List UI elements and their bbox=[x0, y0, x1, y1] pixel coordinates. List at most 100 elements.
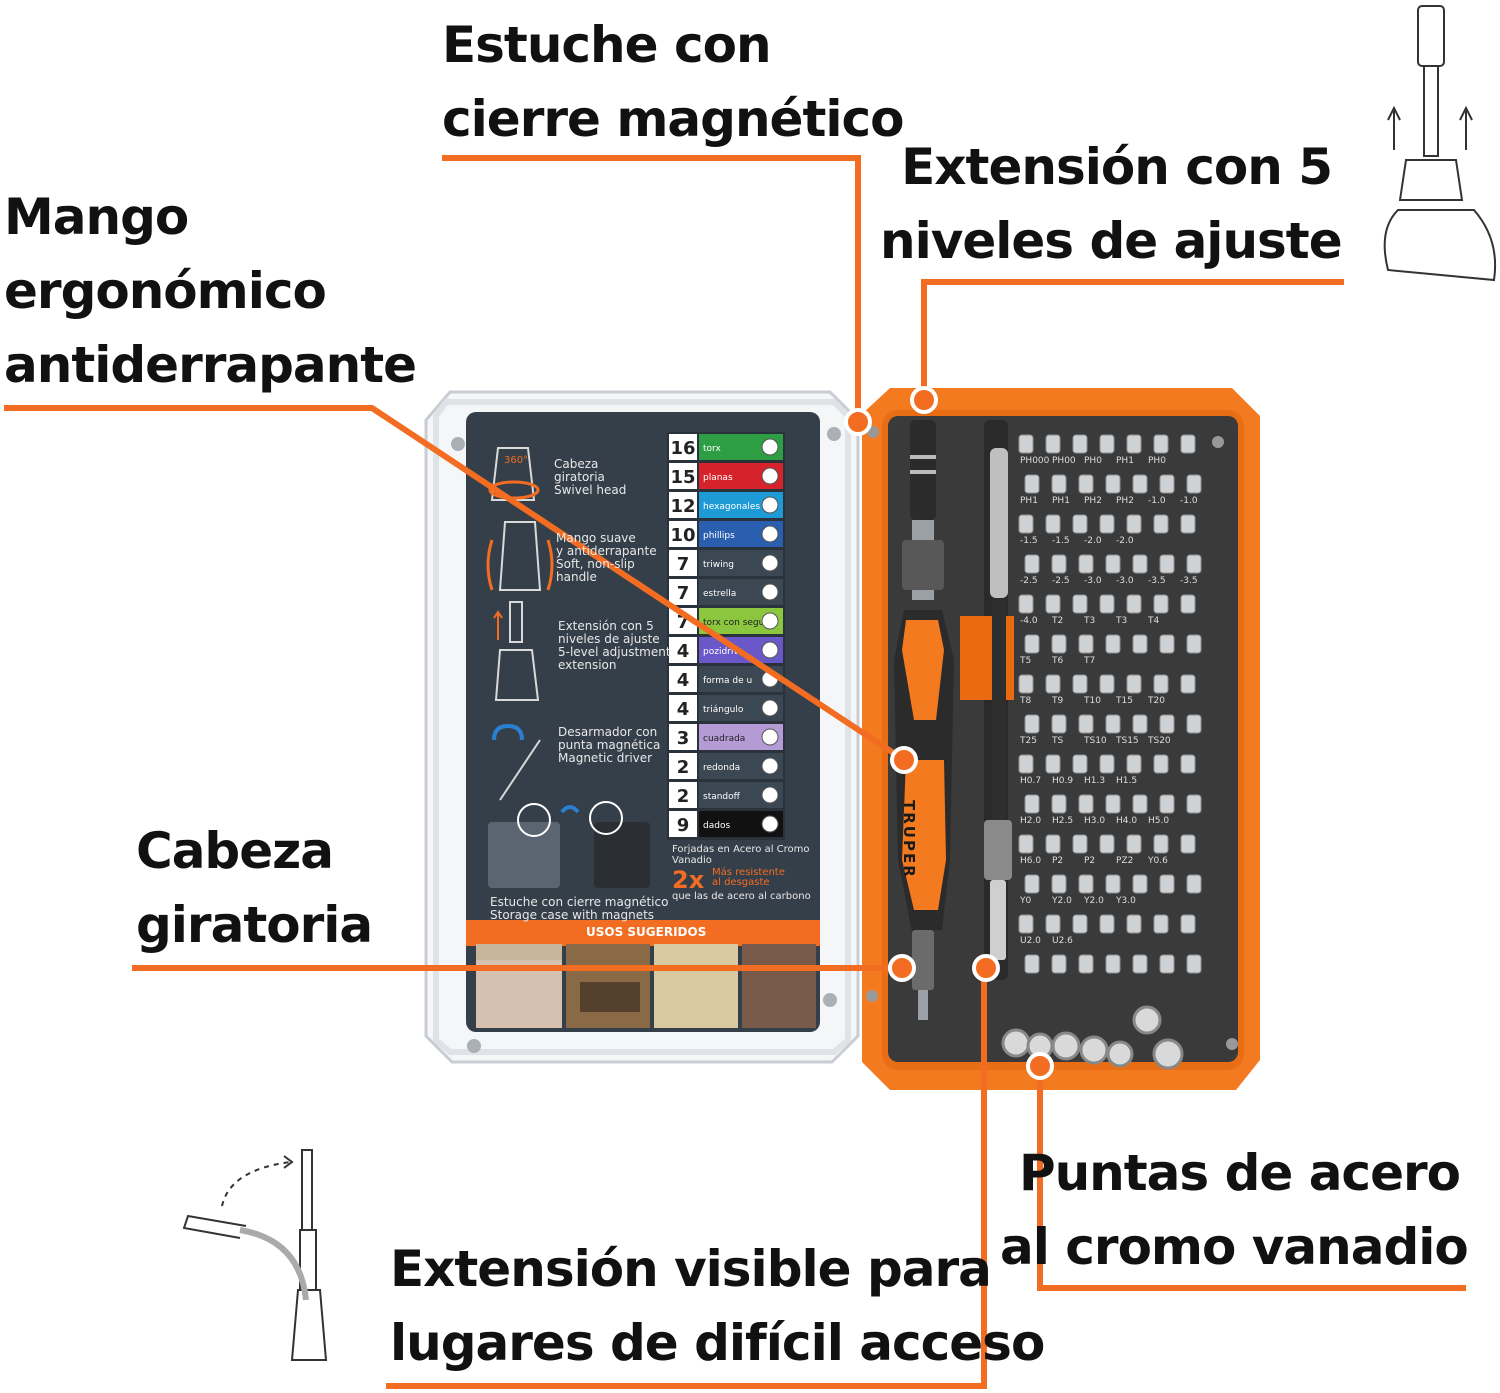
tray-bit bbox=[1159, 634, 1175, 654]
tray-bit bbox=[1180, 834, 1196, 854]
tray-bit bbox=[1153, 434, 1169, 454]
bit-count-cell bbox=[669, 811, 697, 837]
tray-bit bbox=[1099, 434, 1115, 454]
tray-bit bbox=[1051, 954, 1067, 974]
tray-bit bbox=[1132, 954, 1148, 974]
tray-bit bbox=[1105, 954, 1121, 974]
tray-bit bbox=[1180, 674, 1196, 694]
bit-type-name: forma de u bbox=[703, 676, 752, 686]
bit-shape-icon bbox=[761, 757, 779, 775]
bit-count-cell bbox=[669, 666, 697, 692]
swivel-badge: 360° bbox=[504, 455, 529, 466]
tray-bit bbox=[1159, 954, 1175, 974]
lid-uses-title: USOS SUGERIDOS bbox=[586, 925, 707, 939]
tray-bit bbox=[1045, 434, 1061, 454]
bit-shape-icon bbox=[761, 612, 779, 630]
magnetic-driver-icon bbox=[492, 723, 541, 801]
bit-type-name: dados bbox=[703, 821, 730, 831]
tray-bit bbox=[1045, 674, 1061, 694]
tray-bit bbox=[1105, 794, 1121, 814]
bit-type-name: cuadrada bbox=[703, 734, 745, 744]
bit-count-number: 7 bbox=[677, 554, 690, 575]
tray-bit bbox=[1072, 914, 1088, 934]
tray-bit bbox=[1018, 834, 1034, 854]
tray-bit bbox=[1153, 674, 1169, 694]
tray-bit bbox=[1018, 514, 1034, 534]
tray-bit bbox=[1078, 474, 1094, 494]
bit-shape-icon bbox=[761, 815, 779, 833]
bit-count-cell bbox=[669, 695, 697, 721]
tray-bit bbox=[1072, 514, 1088, 534]
tray-bit bbox=[1024, 474, 1040, 494]
bit-count-number: 3 bbox=[677, 728, 690, 749]
tray-bit bbox=[1180, 434, 1196, 454]
bit-type-name: pozidriv bbox=[703, 647, 739, 657]
tray-bit bbox=[1186, 554, 1202, 574]
tray-bit bbox=[1186, 954, 1202, 974]
tray-bit bbox=[1186, 794, 1202, 814]
swivel-head-icon bbox=[488, 447, 540, 501]
tray-bit bbox=[1045, 834, 1061, 854]
tray-bit bbox=[1072, 754, 1088, 774]
tray-bit bbox=[1078, 554, 1094, 574]
tray-bit bbox=[1105, 634, 1121, 654]
tray-bit bbox=[1045, 754, 1061, 774]
tray-bit bbox=[1159, 714, 1175, 734]
lid-2x: 2x bbox=[672, 866, 705, 894]
tray-bit bbox=[1153, 834, 1169, 854]
tray-bit bbox=[1051, 634, 1067, 654]
tray-bit bbox=[1018, 594, 1034, 614]
tray-bit bbox=[1051, 474, 1067, 494]
bit-type-name: triángulo bbox=[703, 705, 744, 715]
bit-type-name: phillips bbox=[703, 531, 735, 541]
bit-count-number: 12 bbox=[670, 496, 695, 517]
tray-bit bbox=[1072, 594, 1088, 614]
bit-type-name: triwing bbox=[703, 560, 734, 570]
flex-diagram-icon bbox=[182, 1149, 328, 1361]
bit-count-cell bbox=[669, 550, 697, 576]
bit-shape-icon bbox=[761, 583, 779, 601]
magnetic-case-icon bbox=[488, 801, 650, 888]
tray-bit bbox=[1180, 914, 1196, 934]
bit-type-name: standoff bbox=[703, 792, 741, 802]
tray-bit bbox=[1159, 474, 1175, 494]
tray-bit bbox=[1024, 554, 1040, 574]
bit-shape-icon bbox=[761, 554, 779, 572]
tray-bit bbox=[1153, 594, 1169, 614]
tray-bit bbox=[1132, 874, 1148, 894]
bit-count-cell bbox=[669, 782, 697, 808]
tray-bit bbox=[1186, 714, 1202, 734]
bit-type-name: hexagonales bbox=[703, 502, 760, 512]
tray-bit bbox=[1126, 674, 1142, 694]
bit-count-number: 16 bbox=[670, 438, 695, 459]
bit-shape-icon bbox=[761, 728, 779, 746]
extension-icon bbox=[493, 601, 540, 701]
tray-bit bbox=[1045, 514, 1061, 534]
screwdriver bbox=[894, 420, 1014, 1020]
tray-bit bbox=[1078, 634, 1094, 654]
bit-type-name: torx bbox=[703, 444, 721, 454]
lid-carbon-text: que las de acero al carbono bbox=[672, 891, 811, 902]
bit-count-number: 4 bbox=[677, 670, 690, 691]
callout-lines bbox=[4, 155, 1466, 1389]
bit-count-number: 9 bbox=[677, 815, 690, 836]
bit-count-number: 2 bbox=[677, 757, 690, 778]
tray-bit bbox=[1051, 554, 1067, 574]
tray-bit bbox=[1045, 914, 1061, 934]
bit-count-cell bbox=[669, 637, 697, 663]
bit-count-number: 10 bbox=[670, 525, 695, 546]
tray-bit bbox=[1099, 834, 1115, 854]
bit-shape-icon bbox=[761, 525, 779, 543]
tray-bit bbox=[1072, 834, 1088, 854]
tray-bit bbox=[1018, 914, 1034, 934]
tray-bit bbox=[1105, 714, 1121, 734]
bit-shape-icon bbox=[761, 786, 779, 804]
tray-bit bbox=[1072, 674, 1088, 694]
